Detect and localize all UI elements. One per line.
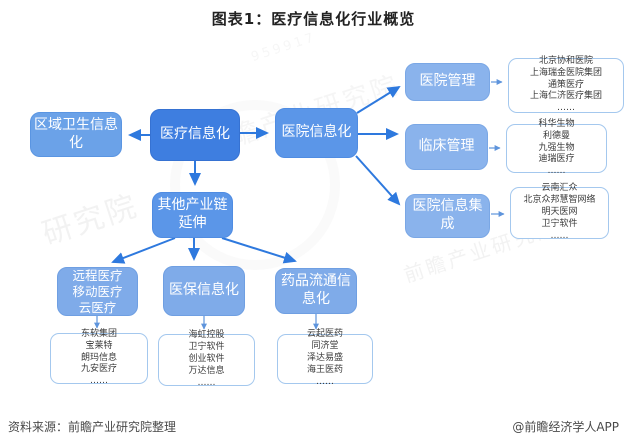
company-list-clinical-management: 科华生物 利德曼 九强生物 迪瑞医疗 …… xyxy=(506,119,607,176)
watermark-digits: 959917 xyxy=(249,29,319,66)
company-list-info-integration: 云南汇众 北京众邦慧智网络 明天医网 卫宁软件 …… xyxy=(510,183,609,241)
company-list-hospital-management: 北京协和医院 上海瑞金医院集团 通策医疗 上海仁济医疗集团 …… xyxy=(508,56,624,113)
footer: 资料来源：前瞻产业研究院整理 @前瞻经济学人APP xyxy=(0,412,627,445)
watermark-text: 研究院 xyxy=(38,188,144,253)
node-medical-insurance-informatization: 医保信息化 xyxy=(163,266,245,316)
node-regional-health-informatization: 区域卫生信息化 xyxy=(30,112,122,157)
node-telemedicine-mobile-cloud: 远程医疗 移动医疗 云医疗 xyxy=(57,267,138,316)
credit-note: @前瞻经济学人APP xyxy=(512,420,619,434)
company-list-drug-circulation: 云起医药 同济堂 泽达易盛 海王医药 …… xyxy=(277,329,373,387)
chart-title: 图表1：医疗信息化行业概览 xyxy=(211,10,416,28)
source-note: 资料来源：前瞻产业研究院整理 xyxy=(8,420,177,434)
node-other-industry-chain-extension: 其他产业链延伸 xyxy=(152,192,233,238)
company-list-telemedicine: 东软集团 宝莱特 朗玛信息 九安医疗 …… xyxy=(50,329,148,386)
node-hospital-informatization: 医院信息化 xyxy=(275,108,358,158)
company-list-insurance: 海虹控股 卫宁软件 创业软件 万达信息 …… xyxy=(158,330,255,388)
node-clinical-management: 临床管理 xyxy=(405,124,488,170)
node-hospital-info-integration: 医院信息集成 xyxy=(405,194,490,238)
node-hospital-management: 医院管理 xyxy=(405,63,490,101)
node-drug-circulation-informatization: 药品流通信息化 xyxy=(275,268,357,314)
node-medical-informatization: 医疗信息化 xyxy=(150,109,240,161)
